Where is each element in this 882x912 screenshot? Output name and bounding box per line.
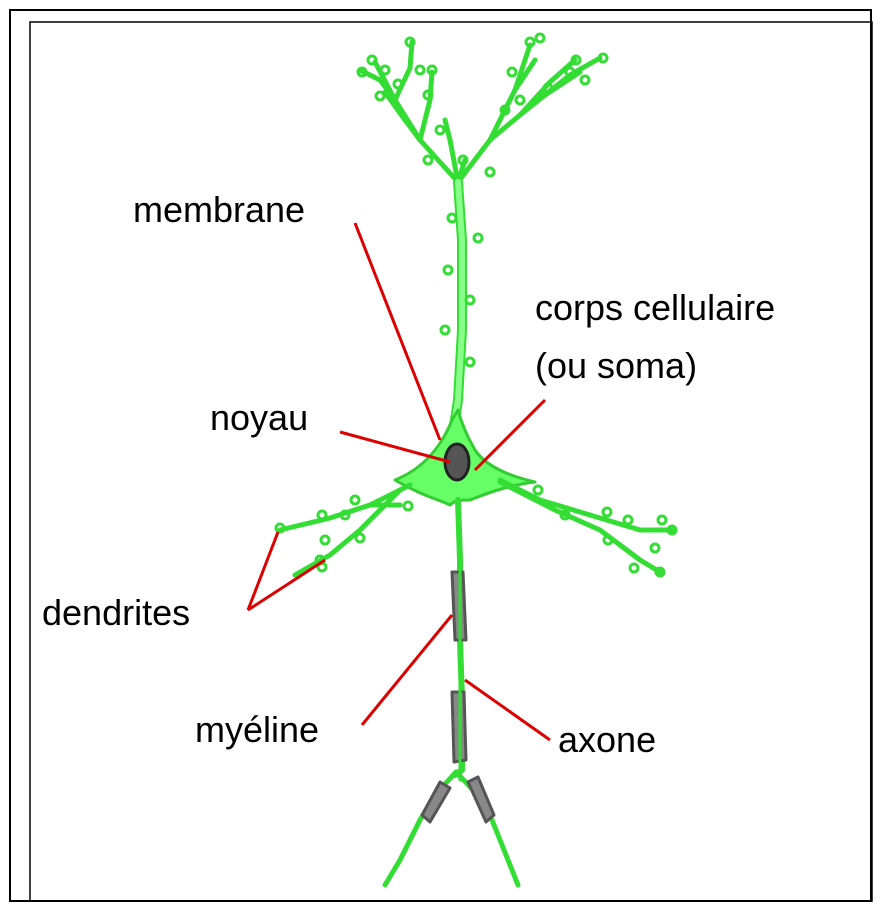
label-myelin: myéline xyxy=(195,709,319,750)
label-cell-body-line1: corps cellulaire xyxy=(535,287,775,328)
label-cell-body-line2: (ou soma) xyxy=(535,345,697,386)
label-axon: axone xyxy=(558,719,656,760)
label-membrane: membrane xyxy=(133,189,305,230)
label-nucleus: noyau xyxy=(210,397,308,438)
label-dendrites: dendrites xyxy=(42,592,190,633)
